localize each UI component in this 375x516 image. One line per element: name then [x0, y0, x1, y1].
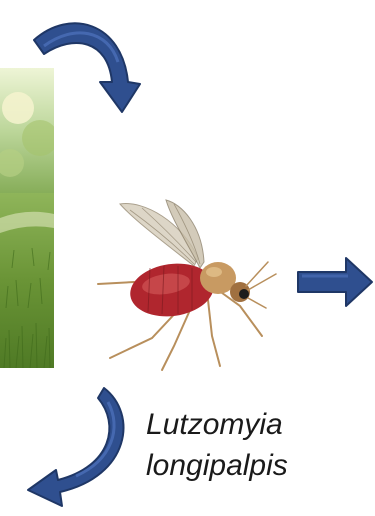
top-curved-arrow-icon — [0, 0, 170, 120]
bottom-curved-arrow-icon — [20, 384, 140, 516]
right-arrow-icon — [296, 254, 374, 310]
species-epithet-text: longipalpis — [146, 445, 371, 486]
sand-fly-image — [90, 186, 280, 374]
species-name-label: Lutzomyia longipalpis — [146, 404, 371, 486]
species-genus-text: Lutzomyia — [146, 404, 371, 445]
